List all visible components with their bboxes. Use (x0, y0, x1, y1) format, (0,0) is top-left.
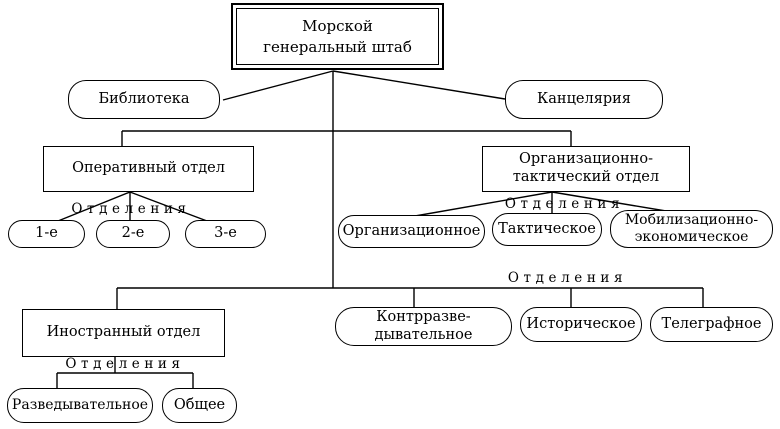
node-section-tactical: Тактическое (492, 213, 602, 246)
sections-label-org-tactical: Отделения (504, 196, 625, 212)
node-section-3e: 3-е (185, 220, 266, 248)
node-naval-general-staff: Морской генеральный штаб (231, 3, 444, 70)
node-naval-general-staff-label: Морской генеральный штаб (236, 8, 439, 65)
node-section-intelligence: Разведывательное (7, 388, 153, 423)
node-library: Библиотека (68, 80, 220, 119)
sections-label-operational: Отделения (71, 201, 191, 217)
node-foreign-dept: Иностранный отдел (22, 309, 225, 357)
node-section-counterintelligence: Контрразве- дывательное (335, 307, 512, 346)
node-chancellery: Канцелярия (505, 80, 663, 119)
node-section-telegraph: Телеграфное (650, 307, 773, 342)
node-org-tactical-dept: Организационно- тактический отдел (482, 146, 690, 192)
node-section-historical: Историческое (520, 307, 642, 342)
node-operational-dept: Оперативный отдел (43, 146, 254, 192)
node-section-mobilization-economic: Мобилизационно- экономическое (610, 210, 773, 248)
node-section-general: Общее (162, 388, 237, 423)
node-section-2e: 2-е (96, 220, 170, 248)
sections-label-staff: Отделения (507, 270, 628, 286)
node-section-1e: 1-е (8, 220, 85, 248)
node-section-organizational: Организационное (338, 215, 485, 248)
sections-label-foreign: Отделения (65, 356, 185, 372)
